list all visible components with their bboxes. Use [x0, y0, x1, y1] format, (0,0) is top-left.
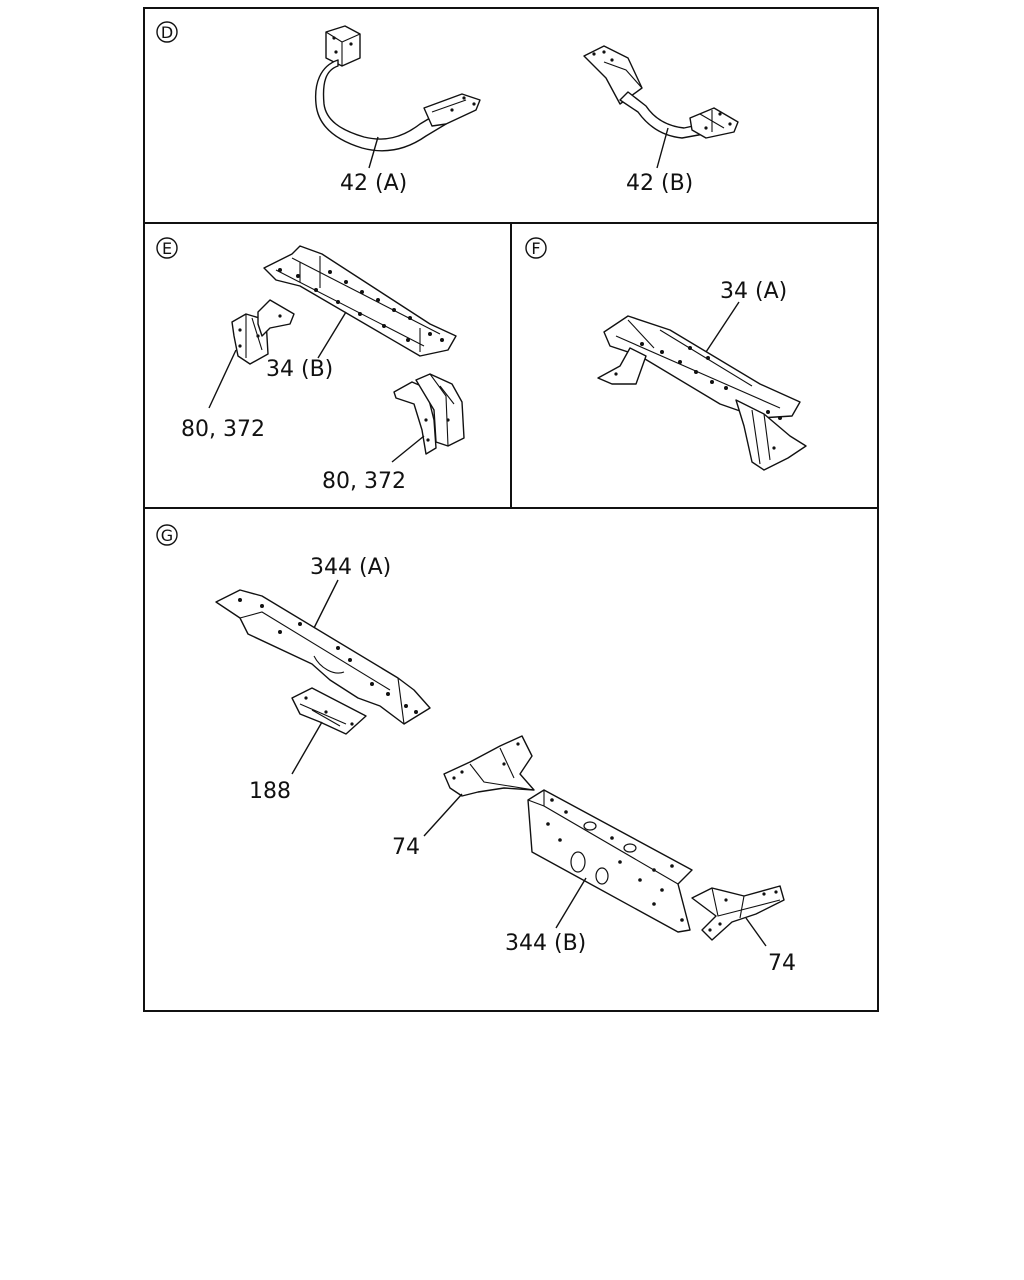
part-188-drawing [291, 687, 367, 735]
label-74-lower: 74 [768, 951, 796, 976]
part-34b-drawing [263, 245, 457, 357]
label-34b: 34 (B) [266, 357, 333, 382]
part-344a-drawing [215, 589, 431, 725]
label-188: 188 [249, 779, 291, 804]
part-80-372-right-drawing [393, 373, 465, 455]
leader-34b [317, 311, 347, 359]
section-e-marker: E [156, 237, 178, 259]
part-34a-drawing [597, 315, 807, 471]
label-34a: 34 (A) [720, 279, 787, 304]
leader-80-372-left [208, 349, 237, 409]
label-42a: 42 (A) [340, 171, 407, 196]
label-80-372-right: 80, 372 [322, 469, 406, 494]
label-74-upper: 74 [392, 835, 420, 860]
leader-188 [291, 721, 323, 775]
section-g-marker: G [156, 524, 178, 546]
part-42a-drawing [314, 25, 481, 152]
leader-34a [705, 301, 740, 353]
svg-text:G: G [161, 526, 173, 545]
section-d-frame [143, 7, 879, 224]
leader-74-lower [745, 917, 767, 947]
part-74-upper-drawing [443, 735, 535, 797]
leader-42a [368, 136, 379, 169]
section-f-marker: F [525, 237, 547, 259]
part-74-lower-drawing [691, 885, 785, 941]
label-42b: 42 (B) [626, 171, 693, 196]
svg-text:F: F [531, 239, 540, 258]
section-g-frame [143, 507, 879, 1012]
label-344b: 344 (B) [505, 931, 586, 956]
svg-text:E: E [162, 239, 172, 258]
part-80-372-left-drawing [231, 299, 295, 365]
leader-344b [555, 877, 587, 929]
label-80-372-left: 80, 372 [181, 417, 265, 442]
leader-42b [656, 127, 669, 169]
label-344a: 344 (A) [310, 555, 391, 580]
section-d-marker: D [156, 21, 178, 43]
part-344b-drawing [527, 789, 693, 933]
leader-74-upper [423, 793, 463, 837]
part-42b-drawing [583, 45, 739, 139]
svg-text:D: D [161, 23, 173, 42]
leader-80-372-right [391, 435, 425, 463]
leader-344a [313, 579, 339, 629]
